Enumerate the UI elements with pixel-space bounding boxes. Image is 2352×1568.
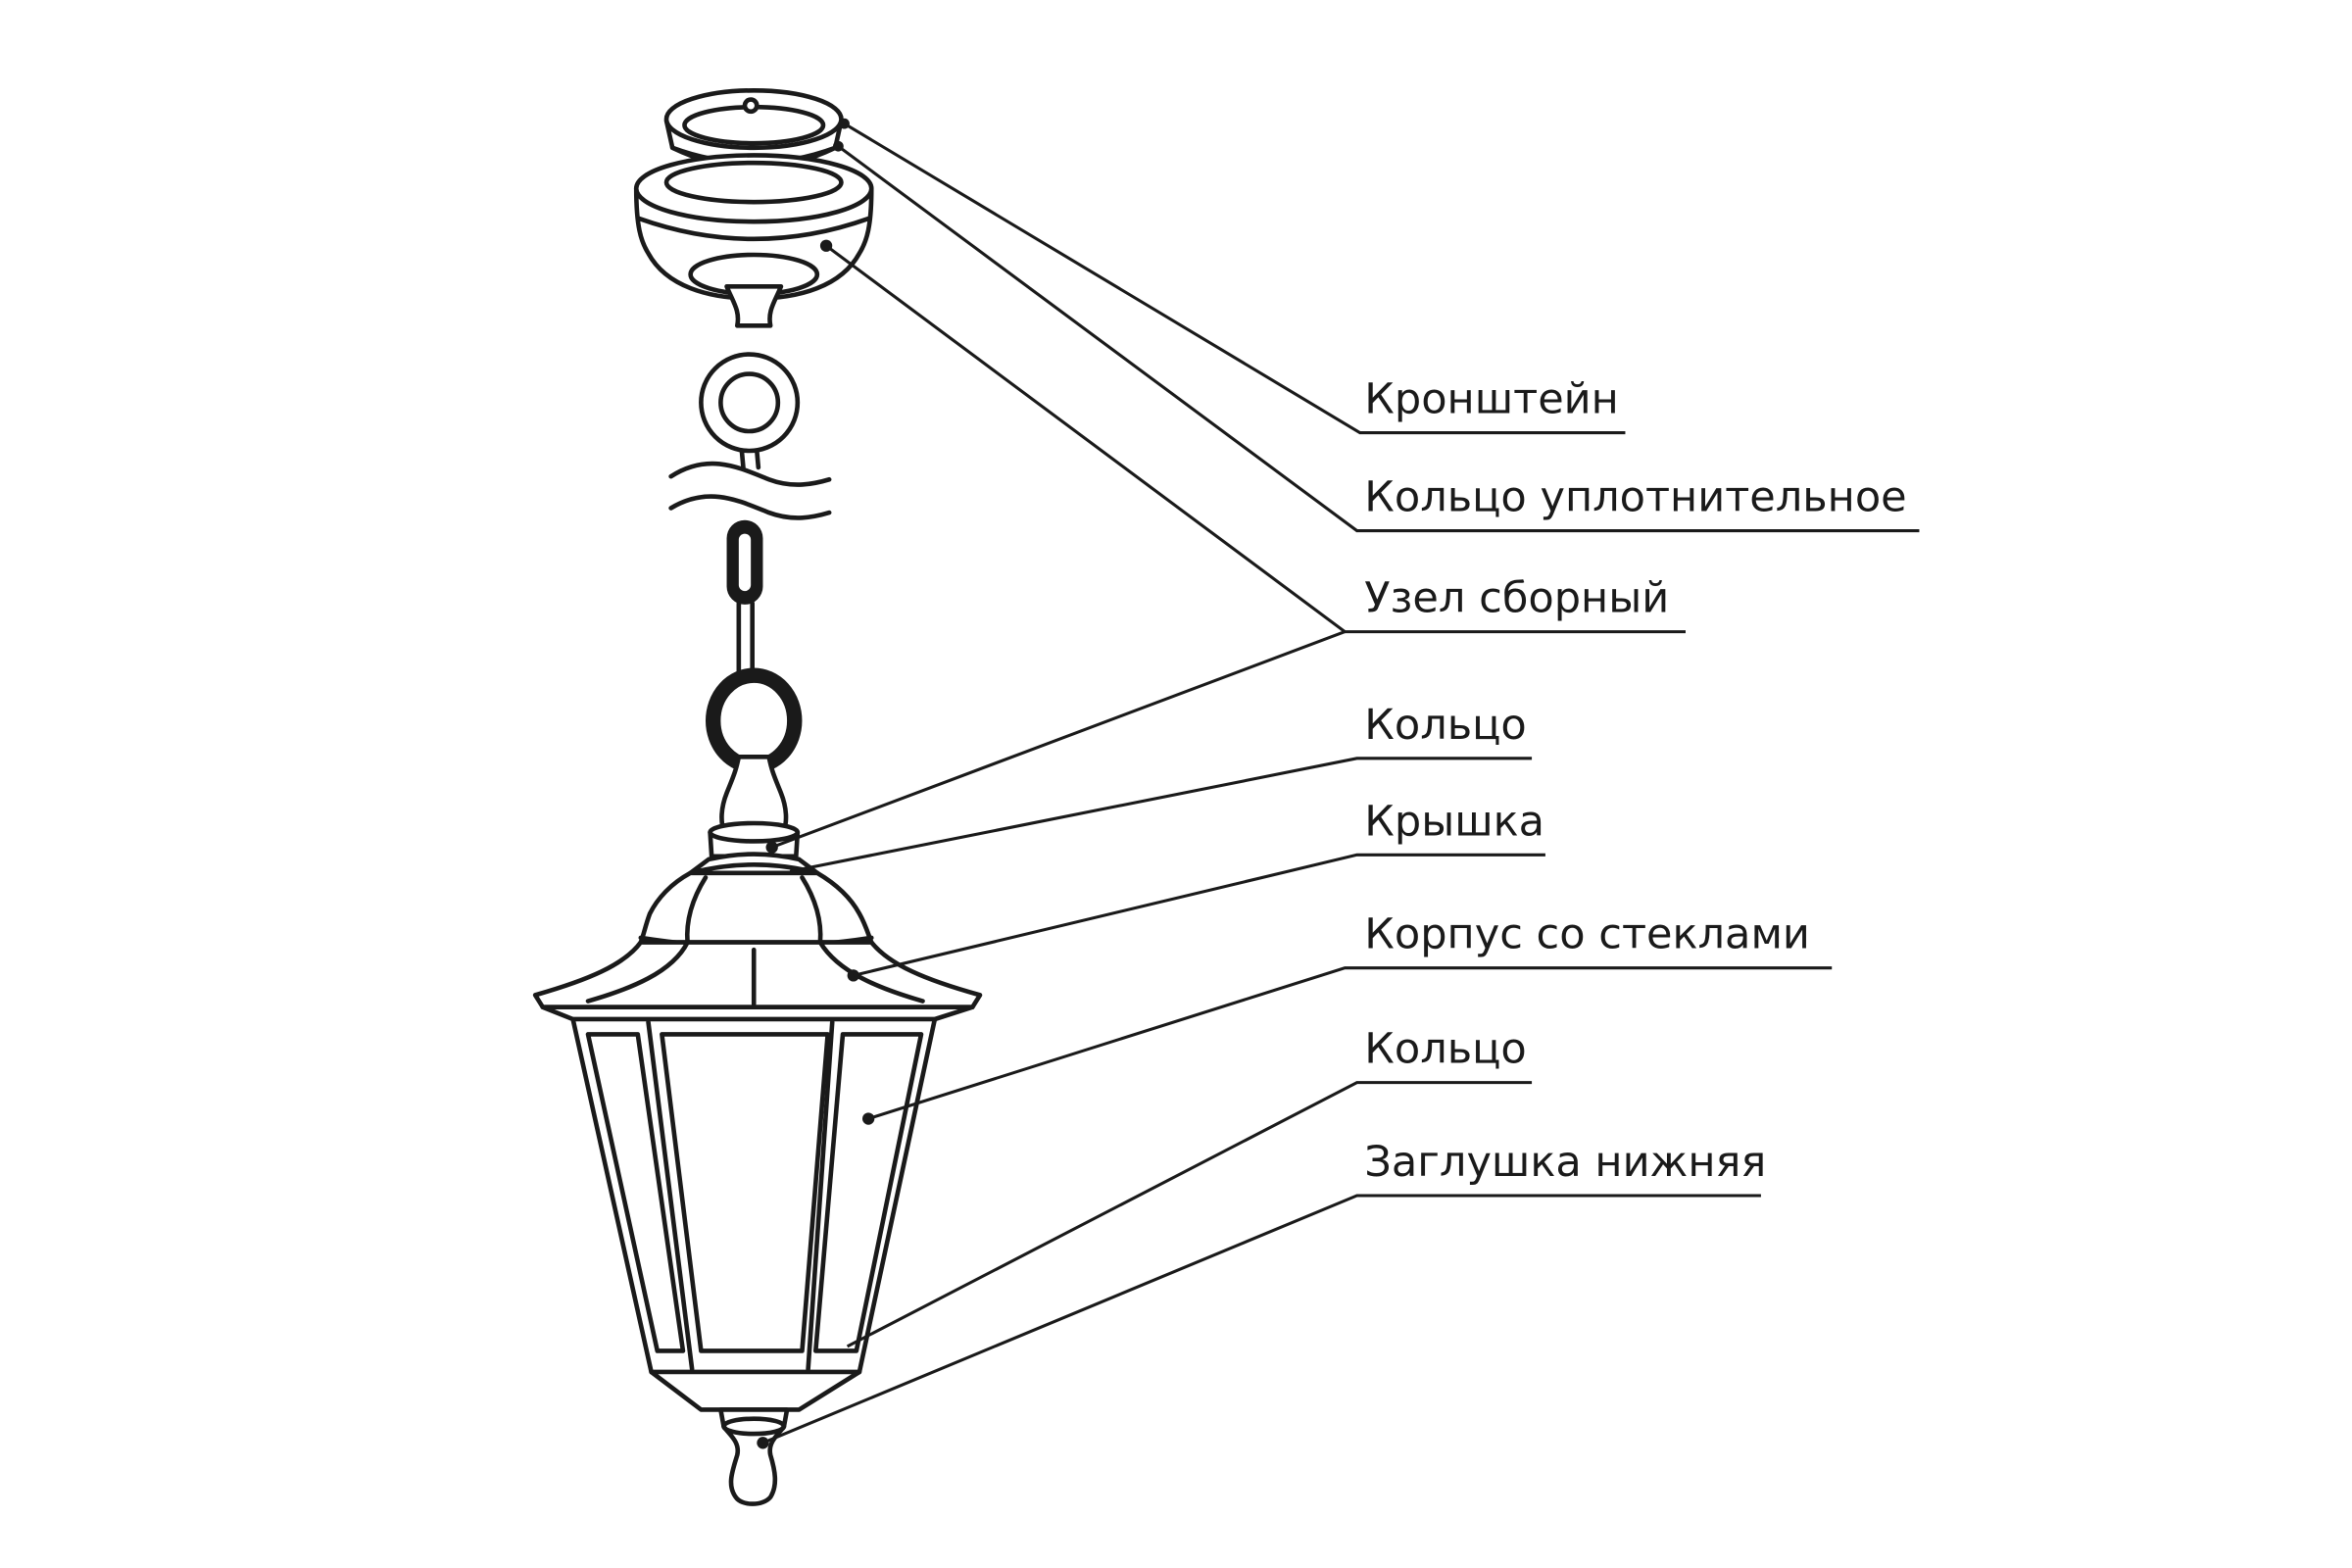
callout-assembly-node: Узел сборный <box>765 239 1686 854</box>
leader-line-bottom-ring <box>846 1081 1533 1348</box>
leader-line-top-ring <box>789 757 1533 873</box>
callout-sealing-ring: Кольцо уплотнительное <box>833 140 1920 533</box>
label-top-ring: Кольцо <box>1364 701 1526 750</box>
lantern-cover <box>532 870 983 1022</box>
callout-bracket: Кронштейн <box>839 118 1626 435</box>
lantern-finial <box>719 755 789 833</box>
label-bottom-cap: Заглушка нижняя <box>1364 1138 1766 1187</box>
leader-line-bracket <box>843 122 1626 435</box>
callout-bottom-ring: Кольцо <box>846 1025 1533 1348</box>
leader-line-assembly-node-2 <box>771 630 1346 850</box>
break-marks <box>668 461 832 520</box>
glass-panel-right <box>813 1032 924 1353</box>
label-sealing-ring: Кольцо уплотнительное <box>1364 473 1906 522</box>
leader-line-cover <box>853 853 1545 977</box>
label-body: Корпус со стеклами <box>1364 910 1810 959</box>
callout-bottom-cap: Заглушка нижняя <box>757 1138 1766 1449</box>
lantern-body <box>570 1016 938 1375</box>
lantern-bottom-ring <box>649 1369 862 1412</box>
leader-line-assembly-node <box>825 244 1686 634</box>
callout-body: Корпус со стеклами <box>862 910 1833 1125</box>
label-bottom-ring: Кольцо <box>1364 1025 1526 1074</box>
label-bracket: Кронштейн <box>1364 375 1619 424</box>
callout-top-ring: Кольцо <box>789 701 1533 873</box>
label-cover: Крышка <box>1364 797 1544 846</box>
glass-panel-left <box>585 1032 686 1353</box>
assembly-node <box>633 153 874 328</box>
hanging-ring <box>699 352 801 470</box>
leader-line-bottom-cap <box>761 1194 1761 1445</box>
leader-line-body <box>867 966 1833 1121</box>
chain <box>706 519 803 774</box>
lantern-bottom-cap <box>718 1407 790 1506</box>
glass-panel-center <box>660 1032 830 1353</box>
lantern-top-ring <box>688 820 820 876</box>
callout-cover: Крышка <box>847 797 1545 982</box>
leader-line-sealing-ring <box>837 144 1920 533</box>
label-assembly-node: Узел сборный <box>1364 574 1669 623</box>
